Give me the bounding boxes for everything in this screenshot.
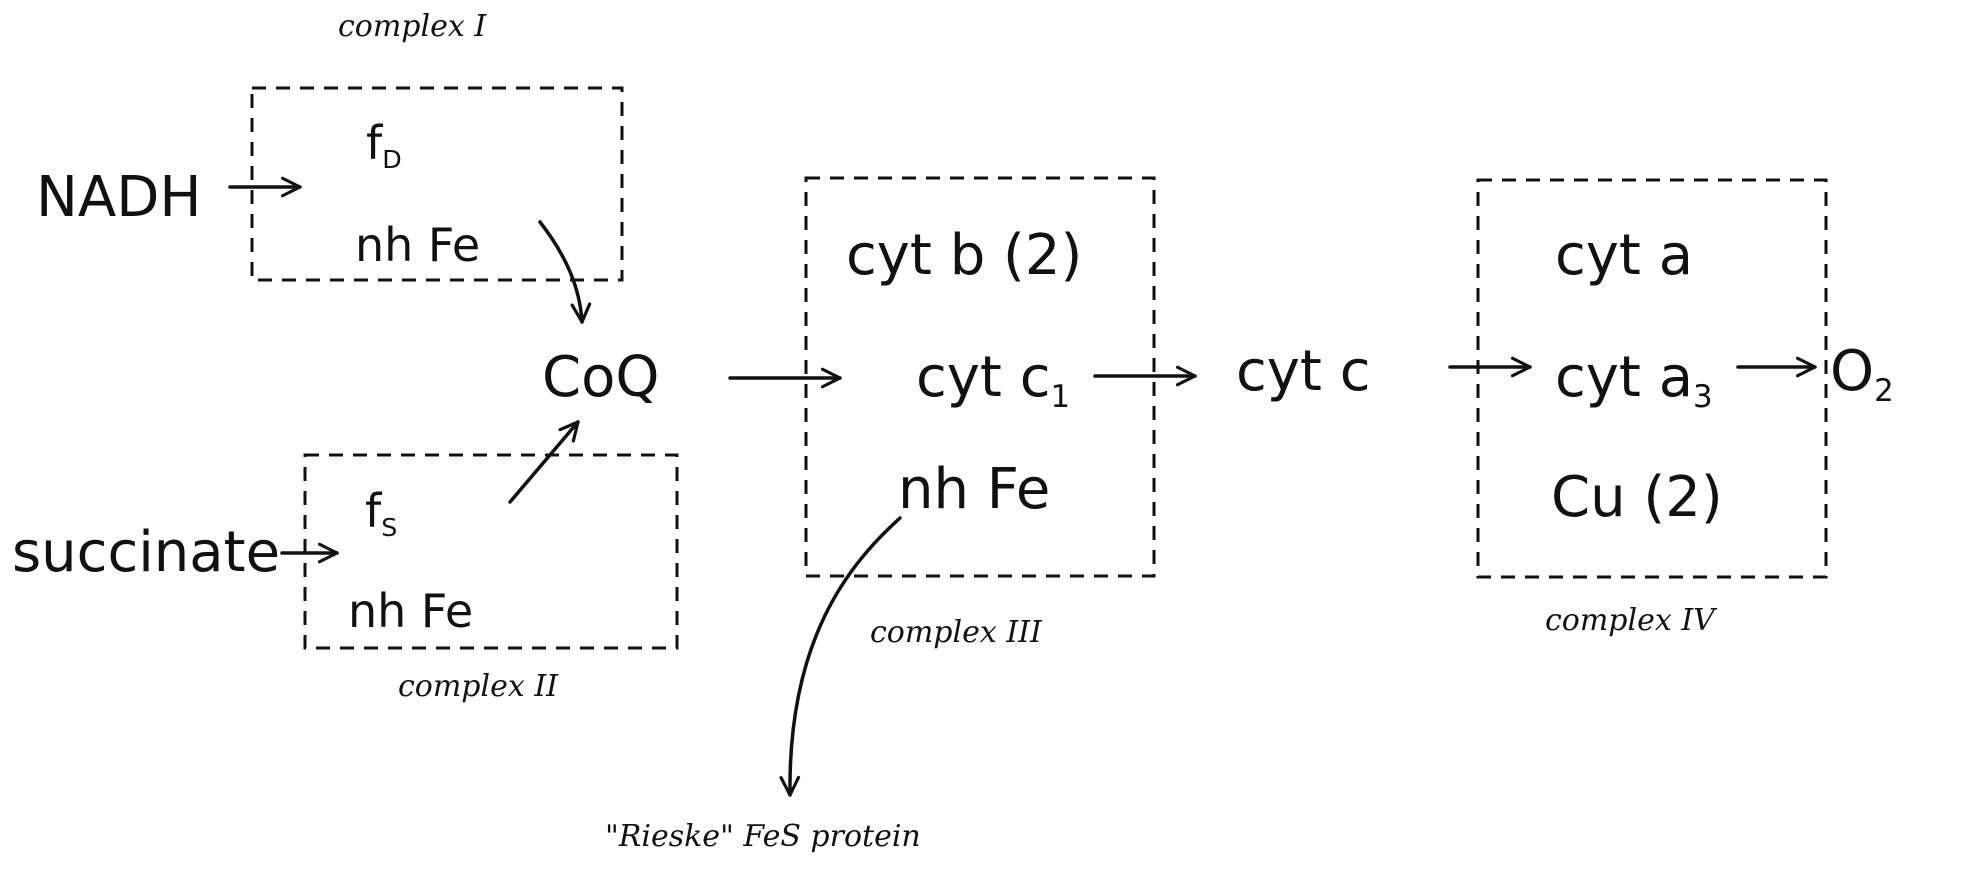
complex-ii-caption: complex II bbox=[398, 669, 559, 704]
arrow-complex-ii-to-coq bbox=[508, 420, 580, 504]
o2-label: O2 bbox=[1830, 339, 1894, 409]
complex-i-fp: fD bbox=[366, 116, 402, 174]
complex-iv-cu: Cu (2) bbox=[1551, 465, 1723, 530]
nadh-label: NADH bbox=[36, 165, 202, 230]
arrow-rieske-pointer bbox=[779, 516, 902, 797]
complex-iv-caption: complex IV bbox=[1545, 603, 1715, 638]
rieske-annotation: "Rieske" FeS protein bbox=[605, 819, 921, 854]
complex-iv-cyt-a: cyt a bbox=[1555, 223, 1694, 288]
complex-iii-cyt-b: cyt b (2) bbox=[846, 223, 1083, 288]
coq-label: CoQ bbox=[542, 345, 660, 410]
arrow-complex-i-to-coq bbox=[538, 220, 592, 324]
complex-ii-fs: fS bbox=[365, 484, 398, 542]
complex-iii-caption: complex III bbox=[870, 615, 1042, 650]
complex-i-caption: complex I bbox=[338, 9, 487, 44]
cyt-c-label: cyt c bbox=[1236, 339, 1371, 404]
succinate-label: succinate bbox=[12, 520, 281, 585]
complex-i-nh-fe: nh Fe bbox=[355, 218, 481, 272]
complex-iii-nh-fe: nh Fe bbox=[898, 457, 1051, 522]
complex-iii-box bbox=[804, 176, 1156, 578]
complex-ii-nh-fe: nh Fe bbox=[348, 584, 474, 638]
complex-iii-cyt-c1: cyt c1 bbox=[916, 345, 1071, 415]
complex-iv-box bbox=[1476, 178, 1828, 579]
complex-i-box bbox=[250, 86, 624, 282]
complex-iv-cyt-a3: cyt a3 bbox=[1555, 345, 1713, 415]
